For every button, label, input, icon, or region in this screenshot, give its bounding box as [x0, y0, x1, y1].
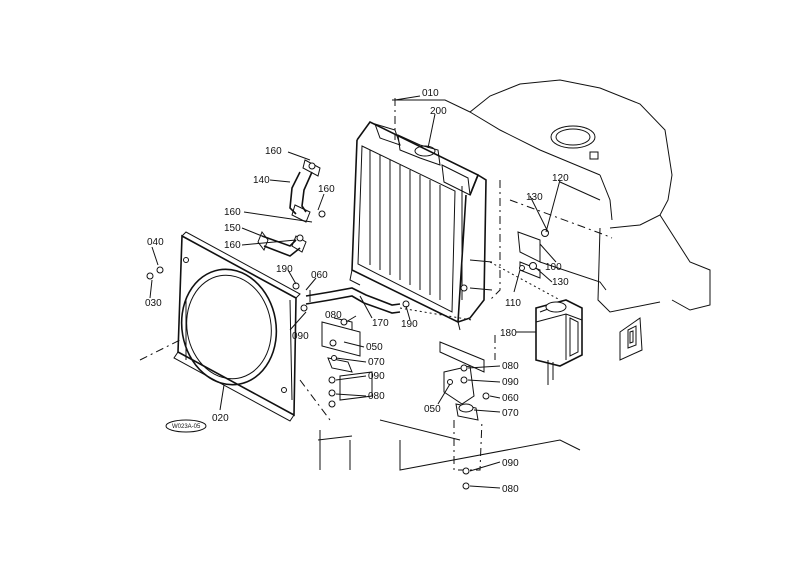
- fasteners: [146, 162, 410, 312]
- label-200: 200: [430, 106, 447, 117]
- label-190: 190: [276, 264, 293, 275]
- label-060: 060: [502, 393, 519, 404]
- label-040: 040: [147, 237, 164, 248]
- drawing-code-stamp: W023A-05: [165, 419, 207, 433]
- label-070: 070: [502, 408, 519, 419]
- label-100: 100: [545, 262, 562, 273]
- label-080: 080: [368, 391, 385, 402]
- label-160: 160: [224, 240, 241, 251]
- label-140: 140: [253, 175, 270, 186]
- label-090: 090: [502, 458, 519, 469]
- label-090: 090: [502, 377, 519, 388]
- label-090: 090: [292, 331, 309, 342]
- label-050: 050: [424, 404, 441, 415]
- label-060: 060: [311, 270, 328, 281]
- right-support: [379, 341, 581, 490]
- label-190: 190: [401, 319, 418, 330]
- label-110: 110: [505, 298, 521, 309]
- label-030: 030: [145, 298, 162, 309]
- upper-hose: [289, 159, 321, 223]
- overflow-hose: [305, 261, 561, 321]
- label-160: 160: [224, 207, 241, 218]
- part-labels: 010 200 160 140 160 160 150 160 040 030 …: [145, 88, 569, 495]
- label-130: 130: [526, 192, 543, 203]
- label-020: 020: [212, 413, 229, 424]
- reserve-tank: [535, 299, 583, 385]
- fan-shroud: [139, 231, 331, 422]
- label-120: 120: [552, 173, 569, 184]
- label-070: 070: [368, 357, 385, 368]
- label-130: 130: [552, 277, 569, 288]
- label-170: 170: [372, 318, 389, 329]
- label-080: 080: [325, 310, 342, 321]
- label-180: 180: [500, 328, 517, 339]
- leader-lines: [149, 95, 561, 489]
- left-support: [317, 317, 373, 470]
- radiator: [349, 120, 493, 331]
- label-160: 160: [318, 184, 335, 195]
- label-160: 160: [265, 146, 282, 157]
- tank-bracket: [517, 229, 607, 291]
- label-010: 010: [422, 88, 439, 99]
- label-080: 080: [502, 361, 519, 372]
- engine-body-outline: [392, 79, 711, 361]
- lower-hose: [257, 230, 307, 257]
- label-080: 080: [502, 484, 519, 495]
- label-150: 150: [224, 223, 241, 234]
- stamp-text: W023A-05: [172, 424, 201, 430]
- label-090: 090: [368, 371, 385, 382]
- label-050: 050: [366, 342, 383, 353]
